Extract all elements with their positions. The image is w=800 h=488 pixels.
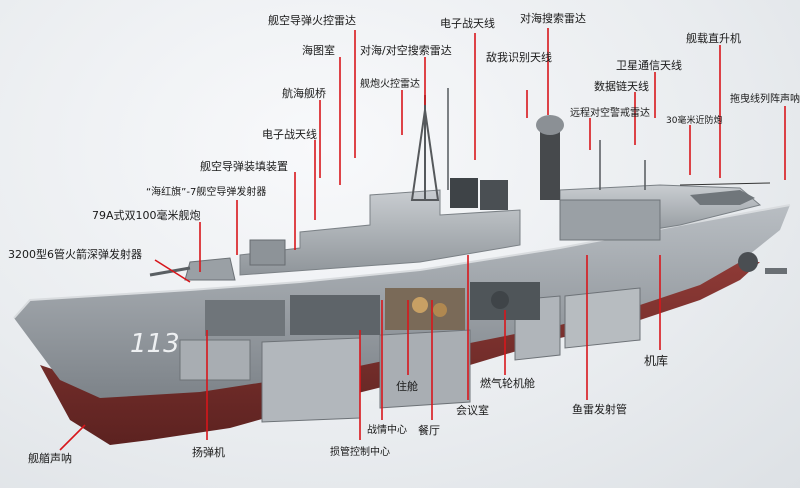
label-missile-loading: 舰空导弹装填装置	[200, 160, 288, 173]
label-surface-search-radar: 对海搜索雷达	[520, 12, 586, 25]
funnel-2	[480, 180, 508, 210]
cutaway-panel-2	[262, 338, 360, 422]
label-meeting-room: 会议室	[456, 404, 489, 417]
label-gun-fire-control-radar: 舰炮火控雷达	[360, 78, 420, 91]
label-hq7-launcher: “海红旗”-7舰空导弹发射器	[146, 186, 266, 199]
cutaway-panel-5	[565, 288, 640, 348]
label-ew-antenna: 电子战天线	[262, 128, 317, 141]
gun-turret	[185, 258, 235, 280]
label-weapons-control-center: 损管控制中心	[330, 446, 390, 459]
label-air-surface-radar: 对海/对空搜索雷达	[360, 44, 452, 57]
radar-dome	[536, 115, 564, 135]
label-mess: 餐厅	[418, 424, 440, 437]
label-satcom-antenna: 卫星通信天线	[616, 59, 682, 72]
cutaway-panel-3	[380, 330, 470, 408]
funnel-1	[450, 178, 478, 208]
label-towed-sonar: 拖曳线列阵声呐	[730, 93, 800, 106]
label-datalink-antenna: 数据链天线	[594, 80, 649, 93]
label-asw-rocket: 3200型6管火箭深弹发射器	[8, 248, 142, 261]
cutaway-panel-1	[180, 340, 250, 380]
label-gun-100mm: 79A式双100毫米舰炮	[92, 209, 201, 222]
label-gas-turbine-room: 燃气轮机舱	[480, 377, 535, 390]
missile-launcher	[250, 240, 285, 265]
label-torpedo-tube: 鱼雷发射管	[572, 403, 627, 416]
hull-number-text: 113	[130, 329, 180, 359]
label-living-quarters: 住舱	[396, 380, 418, 393]
label-helicopter: 舰载直升机	[686, 32, 741, 45]
mainmast	[540, 130, 560, 200]
label-combat-center: 战情中心	[367, 424, 407, 437]
label-long-range-air-radar: 远程对空警戒雷达	[570, 107, 650, 120]
label-hangar: 机库	[644, 355, 668, 368]
label-missile-fire-control-radar: 舰空导弹火控雷达	[268, 14, 356, 27]
label-chart-room: 海图室	[302, 44, 335, 57]
label-bridge: 航海舰桥	[282, 87, 326, 100]
label-ew-antenna-top: 电子战天线	[440, 17, 495, 30]
label-bow-sonar: 舰艏声呐	[28, 452, 72, 465]
label-ciws-30mm: 30毫米近防炮	[666, 115, 722, 128]
label-ammo-hoist: 扬弹机	[192, 446, 225, 459]
hangar-block	[560, 200, 660, 240]
label-iff-antenna: 敌我识别天线	[486, 51, 552, 64]
